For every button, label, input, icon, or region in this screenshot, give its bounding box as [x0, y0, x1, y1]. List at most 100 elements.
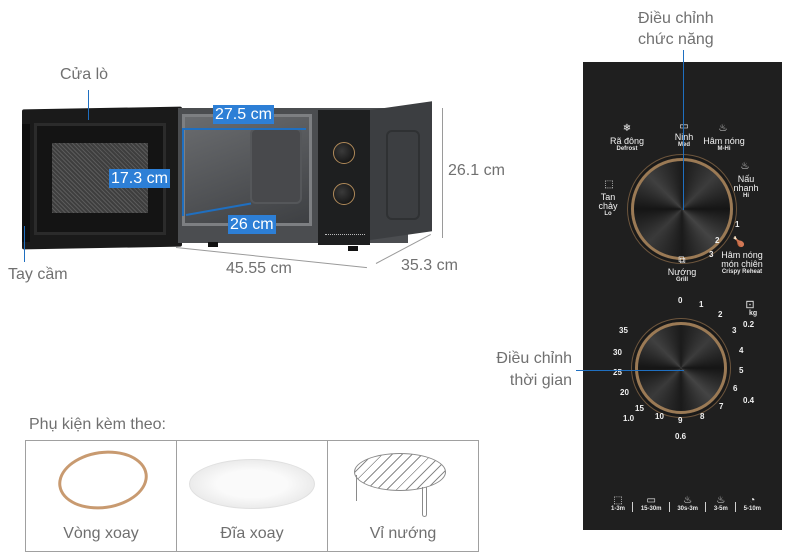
timer-tick-6: 6 [733, 384, 738, 393]
legend-item-simmer: ▭15-30m [640, 495, 662, 513]
mode-defrost-label: Rã đông [609, 136, 645, 146]
grill-rack-leg [422, 487, 427, 517]
mode-reheat-label: Hâm nóng [703, 136, 745, 146]
mode-quick-cook-sub: Hi [743, 193, 749, 199]
weight-mark-0.2: 0.2 [743, 320, 755, 329]
defrost-weight-icon: ⊡ [745, 299, 755, 311]
crispy-reheat-icon: 🍗 [732, 237, 746, 248]
mode-melt-sub: Lo [604, 211, 612, 217]
reheat-icon: ♨ [683, 495, 693, 506]
timer-tick-25: 25 [613, 368, 622, 377]
accessory-name: Đĩa xoay [220, 525, 284, 542]
timer-tick-9: 9 [678, 416, 683, 425]
cavity-back-wall [250, 128, 302, 204]
timer-tick-10: 10 [655, 412, 664, 421]
side-panel-inset [386, 130, 420, 220]
outer-depth-label: 35.3 cm [401, 257, 458, 274]
timer-tick-0: 0 [678, 296, 683, 305]
function-knob-leader-line [683, 50, 684, 210]
legend-item-quick-cook: ♨3-5m [713, 495, 728, 513]
accessories-table: Vòng xoay Đĩa xoay Vỉ nướng [25, 440, 479, 552]
legend-item-melt: ⬚1-3m [611, 495, 626, 513]
timer-tick-5: 5 [739, 366, 744, 375]
function-knob[interactable] [631, 158, 733, 260]
mode-grill-label: Nướng [667, 267, 697, 277]
accessory-name: Vòng xoay [63, 525, 139, 542]
mode-crispy-reheat-label-1: Hâm nóng [721, 250, 763, 260]
cavity-height-badge: 17.3 cm [109, 169, 170, 188]
grill-icon: ⧉ [678, 255, 686, 266]
outer-height-label: 26.1 cm [448, 162, 505, 179]
legend-item-crispy-reheat: ◔5-10m [743, 495, 761, 513]
quick-cook-icon: ♨ [716, 495, 726, 506]
callout-line-2: chức năng [638, 31, 714, 48]
roller-ring-image [54, 445, 152, 515]
door-label: Cửa lò [60, 66, 109, 83]
timer-tick-1: 1 [699, 300, 704, 309]
function-knob-callout: Điều chỉnh chức năng [638, 8, 714, 50]
legend-separator [668, 502, 670, 512]
simmer-icon: ▭ [674, 122, 694, 132]
timer-tick-7: 7 [719, 402, 724, 411]
microwave-foot [348, 246, 358, 251]
timer-tick-8: 8 [700, 412, 705, 421]
door-leader-line [88, 90, 89, 120]
legend-separator [735, 502, 737, 512]
accessories-title: Phụ kiện kèm theo: [29, 416, 166, 433]
legend-separator [705, 502, 707, 512]
mode-quick-cook-label-1: Nấu [737, 174, 755, 184]
grill-rack-leg [356, 475, 357, 501]
cavity-height-arrow [182, 128, 184, 216]
weight-mark-1.0: 1.0 [623, 414, 635, 423]
cavity-width-badge: 27.5 cm [213, 105, 274, 124]
cavity-depth-badge: 26 cm [228, 215, 276, 234]
mode-crispy-reheat-sub: Crispy Reheat [721, 269, 763, 275]
accessory-turntable: Đĩa xoay [177, 441, 328, 551]
mode-crispy-reheat-label-2: món chiên [721, 259, 763, 269]
weight-mark-0.4: 0.4 [743, 396, 755, 405]
handle-leader-line [24, 226, 25, 262]
timer-tick-4: 4 [739, 346, 744, 355]
quick-cook-icon: ♨ [740, 161, 750, 172]
timer-knob[interactable] [635, 322, 727, 414]
timer-knob-callout: Điều chỉnh thời gian [486, 348, 572, 392]
legend-separator [632, 502, 634, 512]
microwave-foot [208, 242, 218, 247]
timer-tick-3: 3 [732, 326, 737, 335]
timer-tick-2: 2 [718, 310, 723, 319]
mode-quick-cook-label-2: nhanh [733, 183, 759, 193]
combo-level-1: 1 [735, 220, 740, 229]
mode-grill-sub: Grill [675, 277, 688, 283]
weight-mark-0.6: 0.6 [675, 432, 687, 441]
defrost-icon: ❄ [622, 123, 632, 134]
mode-melt-label-2: chảy [598, 201, 618, 211]
height-dimension-line [442, 108, 443, 238]
accessory-grill-rack: Vỉ nướng [328, 441, 478, 551]
simmer-icon: ▭ [646, 495, 656, 506]
timer-tick-20: 20 [620, 388, 629, 397]
control-panel: ▭ Ninh Med ❄ Rã đông Defrost ♨ Hâm nóng … [583, 62, 782, 530]
turntable-plate-image [189, 459, 315, 509]
accessory-roller-ring: Vòng xoay [26, 441, 177, 551]
timer-tick-15: 15 [635, 404, 644, 413]
crispy-reheat-icon: ◔ [749, 495, 756, 506]
mode-melt-label-1: Tan [600, 192, 616, 202]
mode-simmer-sub: Med [678, 142, 690, 148]
accessory-name: Vỉ nướng [369, 525, 437, 542]
weight-unit: kg [749, 310, 758, 317]
front-control-strip [318, 110, 370, 245]
timer-tick-35: 35 [619, 326, 628, 335]
melt-icon: ⬚ [613, 495, 623, 506]
mini-timer-knob [333, 183, 355, 205]
legend-item-reheat: ♨30s-3m [677, 495, 699, 513]
cavity-width-arrow [182, 128, 306, 130]
reheat-icon: ♨ [718, 123, 728, 134]
melt-icon: ⬚ [604, 179, 614, 190]
door-handle [22, 124, 30, 242]
callout-line-2: thời gian [509, 372, 572, 389]
mode-simmer-label: Ninh [669, 132, 699, 142]
handle-label: Tay cầm [8, 266, 68, 283]
outer-width-label: 45.55 cm [226, 260, 292, 277]
callout-line-1: Điều chỉnh [638, 10, 714, 27]
mode-time-legend: ⬚1-3m ▭15-30m ♨30s-3m ♨3-5m ◔5-10m [611, 496, 761, 512]
